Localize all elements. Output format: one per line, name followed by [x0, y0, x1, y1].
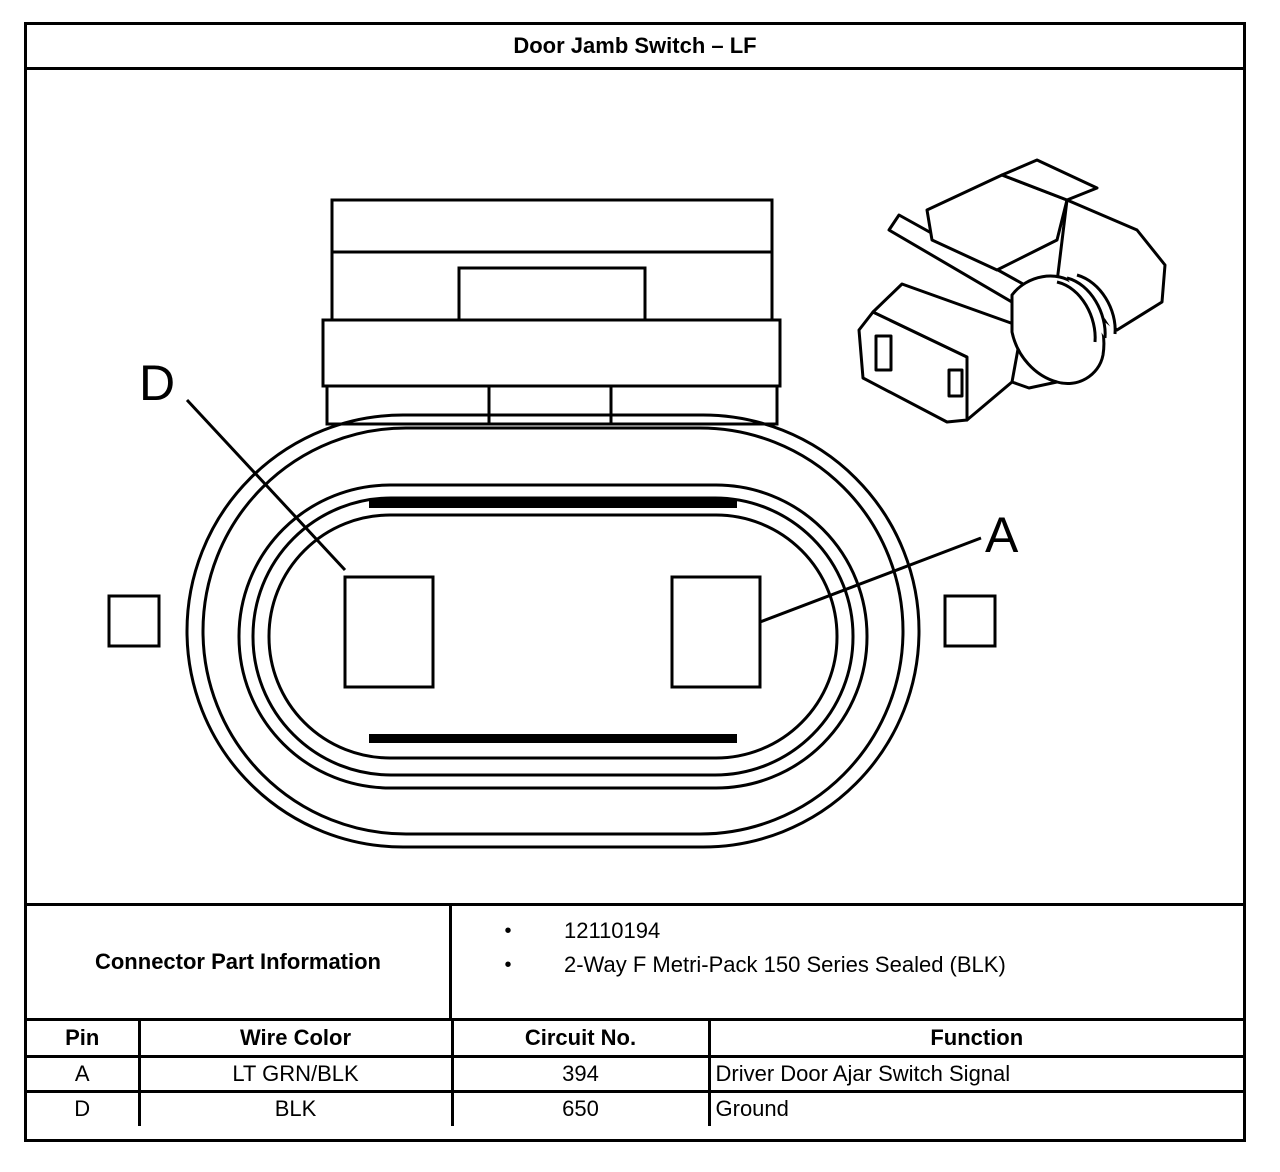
- callout-a: A: [985, 507, 1019, 563]
- bullet-icon: •: [504, 919, 512, 942]
- header-pin: Pin: [27, 1021, 141, 1058]
- right-mounting-ear: [943, 594, 997, 648]
- connector-figure: D A: [27, 70, 1243, 903]
- terminal-cavity-a: [670, 575, 762, 689]
- table-row: D BLK 650 Ground: [27, 1089, 1243, 1126]
- terminal-cavity-d: [343, 575, 435, 689]
- left-mounting-ear: [107, 594, 161, 648]
- seal-ring-2: [201, 426, 905, 836]
- connector-isometric-icon: [857, 158, 1167, 424]
- lock-window: [457, 266, 647, 322]
- pin-table: Pin Wire Color Circuit No. Function A LT…: [27, 1021, 1243, 1126]
- callout-d: D: [139, 355, 175, 411]
- seal-ring-4: [251, 496, 855, 777]
- wire-color-cell: BLK: [137, 1089, 454, 1126]
- header-circuit-no: Circuit No.: [450, 1021, 711, 1058]
- part-description: 2-Way F Metri-Pack 150 Series Sealed (BL…: [564, 952, 1006, 977]
- part-number: 12110194: [564, 918, 661, 943]
- housing-base: [325, 384, 779, 426]
- housing-top-block: [330, 198, 774, 254]
- housing-middle-block: [330, 250, 774, 322]
- seal-ring-3: [237, 483, 869, 790]
- connector-face-drawing: D A: [107, 158, 1167, 849]
- function-cell: Driver Door Ajar Switch Signal: [707, 1054, 1243, 1093]
- diagram-title: Door Jamb Switch – LF: [27, 25, 1243, 70]
- part-number-item: • 12110194: [452, 916, 660, 946]
- header-function: Function: [707, 1021, 1243, 1058]
- part-info-list: • 12110194 • 2-Way F Metri-Pack 150 Seri…: [452, 906, 1243, 1018]
- table-row: A LT GRN/BLK 394 Driver Door Ajar Switch…: [27, 1054, 1243, 1093]
- function-cell: Ground: [707, 1089, 1243, 1126]
- part-info-label: Connector Part Information: [27, 906, 452, 1018]
- wire-color-cell: LT GRN/BLK: [137, 1054, 454, 1093]
- header-wire-color: Wire Color: [137, 1021, 454, 1058]
- bullet-icon: •: [504, 953, 512, 976]
- leader-line-a: [759, 536, 982, 624]
- connector-sheet: Door Jamb Switch – LF: [24, 22, 1246, 1142]
- connector-part-info: Connector Part Information • 12110194 • …: [27, 903, 1243, 1021]
- pin-table-header: Pin Wire Color Circuit No. Function: [27, 1021, 1243, 1058]
- pin-cell: D: [27, 1089, 141, 1126]
- part-description-item: • 2-Way F Metri-Pack 150 Series Sealed (…: [452, 950, 1006, 980]
- housing-key: [487, 384, 613, 426]
- outer-seal-ring: [185, 413, 921, 849]
- inner-cavity: [267, 513, 839, 760]
- lower-rib: [369, 734, 737, 743]
- circuit-no-cell: 650: [450, 1089, 711, 1126]
- housing-collar: [321, 318, 782, 388]
- upper-rib: [369, 499, 737, 508]
- circuit-no-cell: 394: [450, 1054, 711, 1093]
- leader-line-d: [185, 398, 347, 572]
- pin-cell: A: [27, 1054, 141, 1093]
